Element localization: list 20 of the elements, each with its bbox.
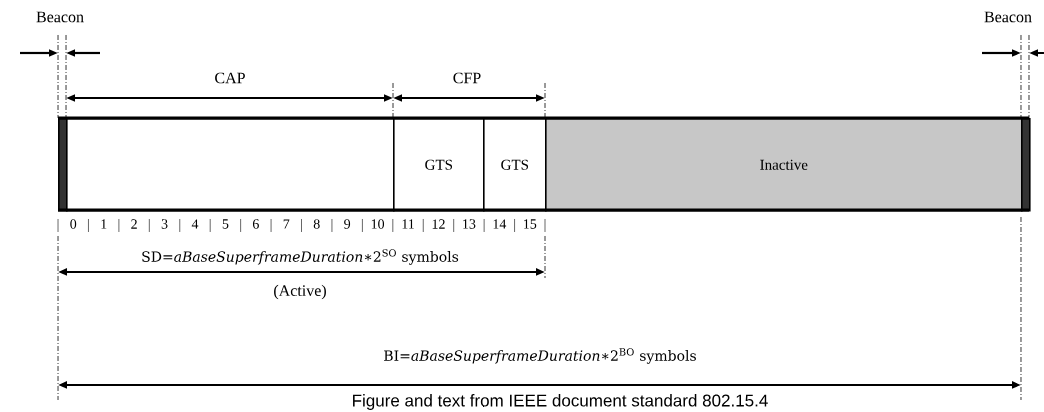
slot-box: GTS: [393, 118, 485, 212]
caption: Figure and text from IEEE document standard 802.15.4: [353, 394, 768, 410]
slot-number: 12: [430, 218, 447, 230]
slot-number: 1: [99, 218, 109, 230]
label-text: (Active): [272, 283, 328, 301]
label-text: CAP: [213, 71, 247, 85]
slot-number: 0: [68, 218, 78, 230]
formula-label: SD=aBaseSuperframeDuration∗2$^{SO}$ symbols: [140, 248, 460, 266]
beacon-bar: [1021, 118, 1031, 212]
slot-box: GTS: [483, 118, 547, 212]
slot-number: 15: [521, 218, 538, 230]
slot-number: 13: [460, 218, 477, 230]
label-text: Beacon: [983, 10, 1033, 24]
slot-number: 14: [491, 218, 508, 230]
label-text: Beacon: [35, 10, 85, 24]
slot-number: 10: [369, 218, 386, 230]
label-text: CFP: [451, 71, 483, 85]
formula-label: BI=aBaseSuperframeDuration∗2$^{BO}$ symbols: [382, 347, 698, 365]
slot-box: Inactive: [545, 118, 1023, 212]
slot-number: 11: [400, 218, 416, 230]
